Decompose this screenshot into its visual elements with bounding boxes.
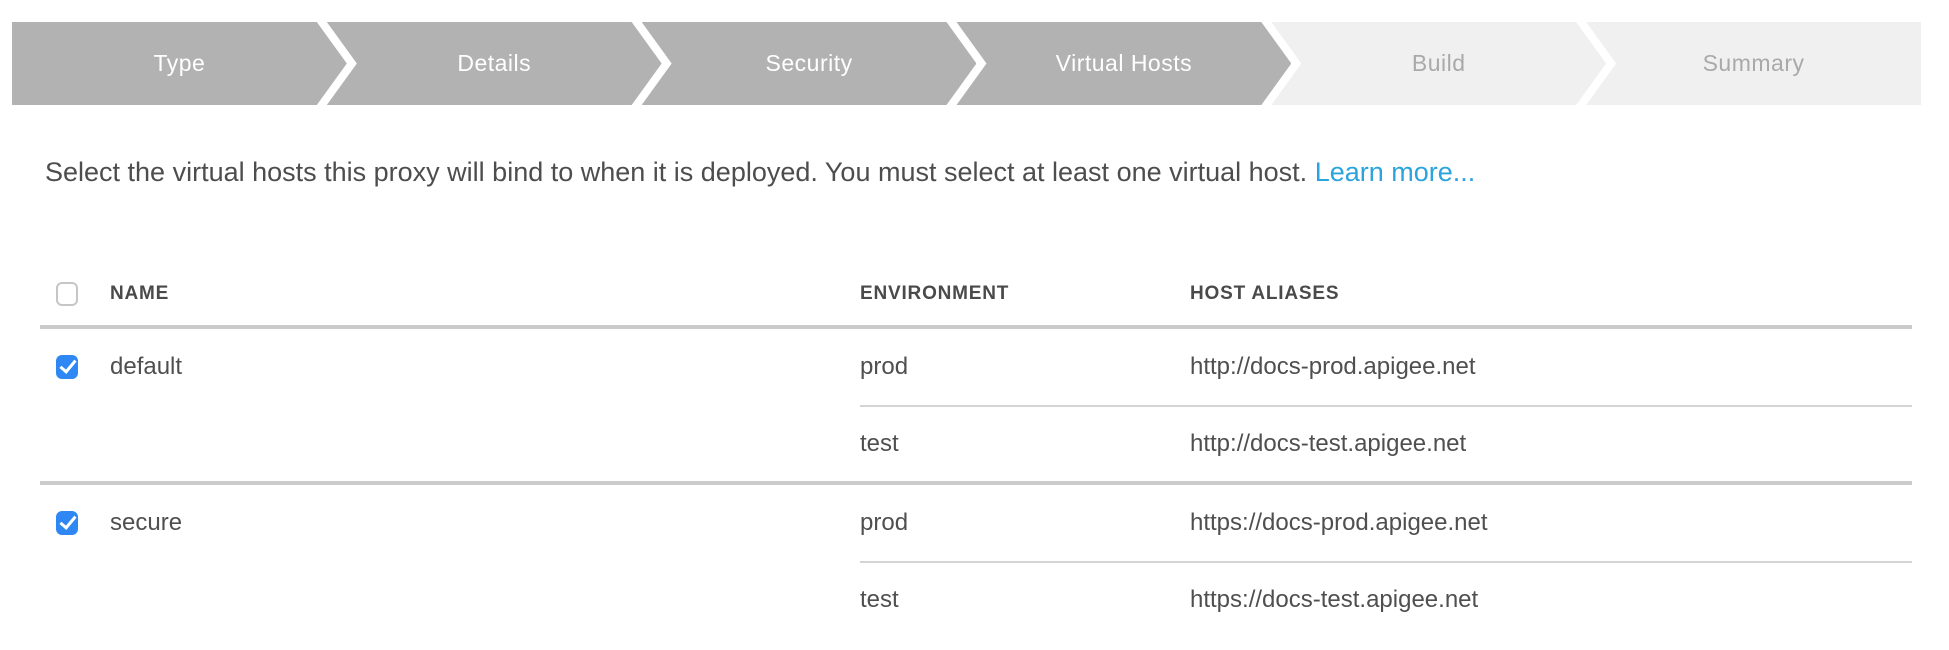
host-alias-cell: http://docs-test.apigee.net [1190, 430, 1467, 457]
header-checkbox-cell [40, 263, 110, 325]
wizard-step-virtual-hosts[interactable]: Virtual Hosts [956, 22, 1291, 105]
host-alias-cell: https://docs-test.apigee.net [1190, 586, 1479, 613]
wizard-step-label: Security [765, 50, 853, 76]
description-text: Select the virtual hosts this proxy will… [45, 157, 1308, 187]
wizard-step-bar: Type Details Security Virtual Hosts Buil… [12, 22, 1921, 105]
table-header-row: NAME ENVIRONMENT HOST ALIASES [40, 263, 1912, 329]
virtual-host-name: secure [110, 509, 183, 536]
column-header-environment: ENVIRONMENT [860, 283, 1010, 304]
virtual-hosts-table: NAME ENVIRONMENT HOST ALIASES default pr… [40, 263, 1912, 637]
environment-row: test https://docs-test.apigee.net [860, 561, 1912, 637]
column-header-host-aliases: HOST ALIASES [1190, 283, 1340, 304]
wizard-step-label: Build [1411, 50, 1466, 76]
wizard-step-label: Virtual Hosts [1055, 50, 1193, 76]
environment-row: prod https://docs-prod.apigee.net [860, 485, 1912, 561]
host-alias-cell: http://docs-prod.apigee.net [1190, 353, 1476, 380]
create-proxy-virtual-hosts-page: Type Details Security Virtual Hosts Buil… [0, 22, 1949, 637]
wizard-step-security[interactable]: Security [642, 22, 977, 105]
table-row: default prod http://docs-prod.apigee.net… [40, 329, 1912, 481]
host-alias-cell: https://docs-prod.apigee.net [1190, 509, 1488, 536]
row-checkbox-default[interactable] [56, 355, 78, 379]
environment-row: prod http://docs-prod.apigee.net [860, 329, 1912, 405]
wizard-step-details[interactable]: Details [327, 22, 662, 105]
environment-cell: test [860, 586, 899, 613]
select-all-checkbox[interactable] [56, 282, 78, 306]
virtual-host-name: default [110, 353, 183, 380]
table-row: secure prod https://docs-prod.apigee.net… [40, 481, 1912, 637]
wizard-step-summary: Summary [1586, 22, 1921, 105]
environment-row: test http://docs-test.apigee.net [860, 405, 1912, 481]
wizard-step-label: Details [457, 50, 532, 76]
environment-cell: test [860, 430, 899, 457]
wizard-step-type[interactable]: Type [12, 22, 347, 105]
page-description: Select the virtual hosts this proxy will… [45, 153, 1909, 191]
environment-rows: prod http://docs-prod.apigee.net test ht… [860, 329, 1912, 481]
row-checkbox-secure[interactable] [56, 511, 78, 535]
wizard-step-build: Build [1271, 22, 1606, 105]
wizard-step-label: Type [153, 50, 206, 76]
environment-cell: prod [860, 509, 909, 536]
environment-rows: prod https://docs-prod.apigee.net test h… [860, 485, 1912, 637]
learn-more-link[interactable]: Learn more... [1314, 157, 1476, 187]
row-checkbox-cell [40, 329, 110, 405]
column-header-name: NAME [110, 283, 170, 304]
row-checkbox-cell [40, 485, 110, 561]
wizard-step-label: Summary [1702, 50, 1805, 76]
environment-cell: prod [860, 353, 909, 380]
